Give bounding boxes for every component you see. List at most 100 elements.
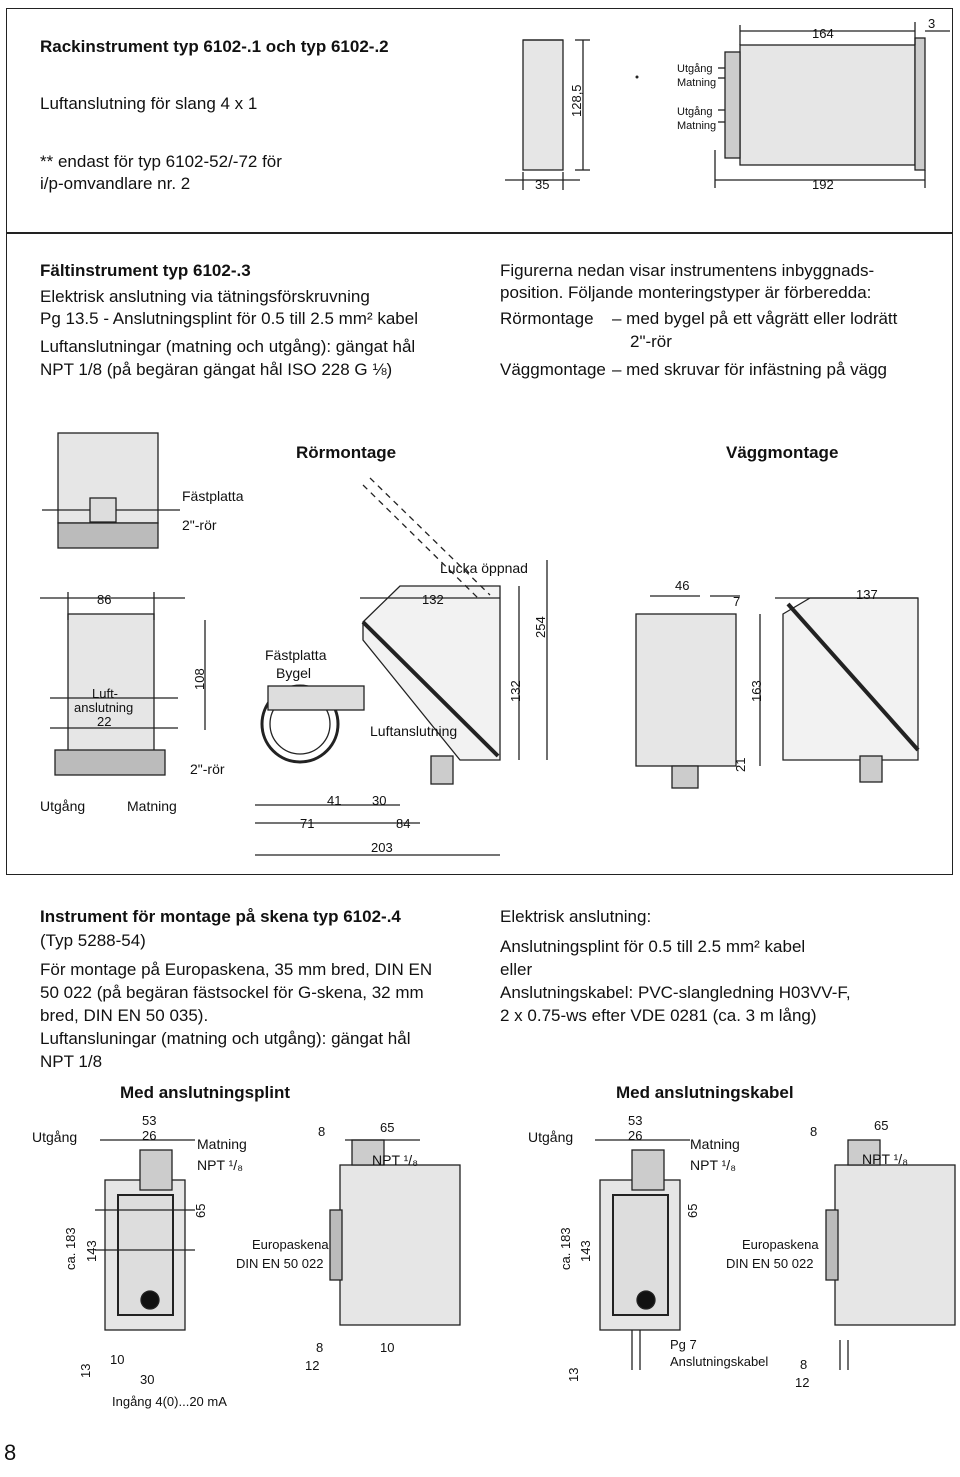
- elec-line4: Anslutningskabel: PVC-slangledning H03VV…: [500, 983, 851, 1002]
- right-figure-title: Med anslutningskabel: [616, 1083, 794, 1102]
- s3-dim-30-left: 30: [140, 1372, 155, 1387]
- dim-132-top: 132: [422, 592, 444, 607]
- s3-dim-ca183-right: ca. 183: [558, 1227, 573, 1270]
- field-line2: Pg 13.5 - Anslutningsplint för 0.5 till …: [40, 309, 418, 328]
- s3-dim-10b-left: 10: [380, 1340, 395, 1355]
- dim-254: 254: [533, 616, 548, 638]
- s3-npt-right: NPT ¹/₈: [690, 1157, 736, 1173]
- dim-30: 30: [372, 793, 387, 808]
- label-utgang: Utgång: [40, 798, 86, 814]
- elec-line1: Elektrisk anslutning:: [500, 907, 652, 926]
- elec-line3: eller: [500, 960, 533, 979]
- rail-line1: (Typ 5288-54): [40, 931, 146, 950]
- dim-3: 3: [928, 16, 936, 31]
- dim-192: 192: [812, 177, 834, 192]
- port-matning-2: Matning: [677, 120, 717, 132]
- s3-dim-8-left: 8: [318, 1124, 326, 1139]
- dim-21: 21: [733, 757, 748, 772]
- port-utgang-2: Utgång: [677, 106, 713, 118]
- s3-dim-10-left: 10: [110, 1352, 125, 1367]
- s3-utgang-left: Utgång: [32, 1129, 78, 1145]
- port-utgang-1: Utgång: [677, 63, 713, 75]
- field-title: Fältinstrument typ 6102-.3: [40, 261, 251, 280]
- s3-matning-right: Matning: [690, 1136, 740, 1152]
- s3-dim-65-left: 65: [380, 1120, 395, 1135]
- dim-22: 22: [97, 714, 112, 729]
- label-bygel: Bygel: [276, 665, 312, 681]
- label-luft-1: Luft-: [92, 686, 119, 701]
- rack-note-2: i/p-omvandlare nr. 2: [40, 174, 191, 193]
- s3-dim-8b-right: 8: [800, 1357, 808, 1372]
- vaggmontage-heading: Väggmontage: [726, 443, 839, 462]
- s3-dim-13-right: 13: [566, 1367, 581, 1382]
- label-luftanslutning: Luftanslutning: [370, 723, 458, 739]
- dim-46: 46: [675, 578, 690, 593]
- s3-dim-12-right: 12: [795, 1375, 810, 1390]
- label-ror-2: 2"-rör: [190, 761, 225, 777]
- s3-dim-143-right: 143: [578, 1240, 593, 1262]
- dim-86: 86: [97, 592, 112, 607]
- elec-line2: Anslutningsplint för 0.5 till 2.5 mm² ka…: [500, 937, 806, 956]
- label-luft-2: anslutning: [74, 700, 134, 715]
- field-right5b: – med skruvar för infästning på vägg: [612, 360, 887, 379]
- section1-frame: [6, 8, 953, 233]
- rail-line5: Luftansluningar (matning och utgång): gä…: [40, 1029, 411, 1048]
- left-figure-title: Med anslutningsplint: [120, 1083, 290, 1102]
- s3-dim-53-right: 53: [628, 1113, 643, 1128]
- page-number: 8: [4, 1440, 17, 1465]
- field-right3b: – med bygel på ett vågrätt eller lodrätt: [612, 309, 898, 328]
- dim-203: 203: [371, 840, 393, 855]
- label-fastplatta-2: Fästplatta: [265, 647, 327, 663]
- s3-pg7: Pg 7: [670, 1337, 697, 1352]
- s3-din-left: DIN EN 50 022: [236, 1256, 324, 1271]
- field-right4: 2"-rör: [630, 332, 672, 351]
- s3-dim-53-left: 53: [142, 1113, 157, 1128]
- dim-7: 7: [733, 594, 741, 609]
- dim-108: 108: [192, 668, 207, 690]
- dim-137: 137: [856, 587, 878, 602]
- s3-npt-side-left: NPT ¹/₈: [372, 1152, 418, 1168]
- s3-ingang: Ingång 4(0)...20 mA: [112, 1394, 227, 1409]
- s3-utgang-right: Utgång: [528, 1129, 574, 1145]
- dim-132-side: 132: [508, 680, 523, 702]
- dim-128-5: 128,5: [569, 84, 584, 117]
- s3-dim-65v-right: 65: [685, 1203, 700, 1218]
- port-matning-1: Matning: [677, 77, 717, 89]
- s3-dim-8b-left: 8: [316, 1340, 324, 1355]
- section2-frame: [6, 233, 953, 875]
- s3-dim-ca183-left: ca. 183: [63, 1227, 78, 1270]
- s3-dim-12-left: 12: [305, 1358, 320, 1373]
- field-line4: NPT 1/8 (på begäran gängat hål ISO 228 G…: [40, 360, 393, 379]
- field-right1: Figurerna nedan visar instrumentens inby…: [500, 261, 875, 280]
- rack-note-1: ** endast för typ 6102-52/-72 för: [40, 152, 282, 171]
- field-right3a: Rörmontage: [500, 309, 594, 328]
- elec-line5: 2 x 0.75-ws efter VDE 0281 (ca. 3 m lång…: [500, 1006, 817, 1025]
- s3-europaskena-right: Europaskena: [742, 1237, 819, 1252]
- s3-dim-26-right: 26: [628, 1128, 643, 1143]
- s3-dim-143-left: 143: [84, 1240, 99, 1262]
- field-right2: position. Följande monteringstyper är fö…: [500, 283, 872, 302]
- s3-dim-65-right: 65: [874, 1118, 889, 1133]
- s3-din-right: DIN EN 50 022: [726, 1256, 814, 1271]
- field-line3: Luftanslutningar (matning och utgång): g…: [40, 337, 416, 356]
- field-right5a: Väggmontage: [500, 360, 606, 379]
- label-fastplatta-1: Fästplatta: [182, 488, 244, 504]
- s3-europaskena-left: Europaskena: [252, 1237, 329, 1252]
- s3-npt-left: NPT ¹/₈: [197, 1157, 243, 1173]
- dim-164: 164: [812, 26, 834, 41]
- rormontage-heading: Rörmontage: [296, 443, 397, 462]
- s3-dim-65v-left: 65: [193, 1203, 208, 1218]
- rack-title: Rackinstrument typ 6102-.1 och typ 6102-…: [40, 37, 389, 56]
- dim-84: 84: [396, 816, 411, 831]
- rail-line4: bred, DIN EN 50 035).: [40, 1006, 209, 1025]
- dim-35: 35: [535, 177, 550, 192]
- dim-163: 163: [749, 680, 764, 702]
- rail-line6: NPT 1/8: [40, 1052, 103, 1071]
- dim-71: 71: [300, 816, 315, 831]
- rail-title: Instrument för montage på skena typ 6102…: [40, 907, 401, 926]
- s3-dim-13-left: 13: [78, 1363, 93, 1378]
- rail-line2: För montage på Europaskena, 35 mm bred, …: [40, 960, 433, 979]
- s3-anslutningskabel: Anslutningskabel: [670, 1354, 769, 1369]
- s3-dim-26-left: 26: [142, 1128, 157, 1143]
